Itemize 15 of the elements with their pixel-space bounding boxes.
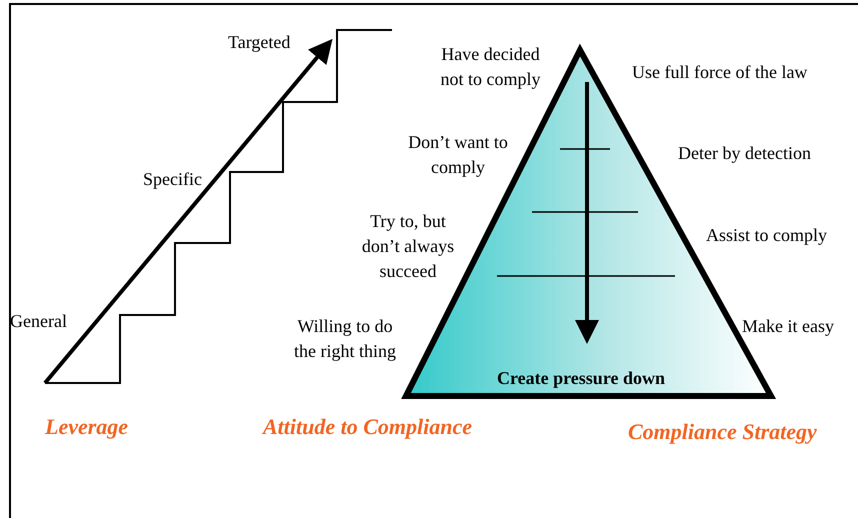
attitude-label: Don’t want to comply: [407, 131, 509, 179]
arrow-caption: Create pressure down: [497, 367, 665, 390]
step-label: General: [10, 310, 67, 333]
strategy-label: Deter by detection: [678, 142, 811, 165]
strategy-label: Assist to comply: [706, 224, 828, 247]
step-label: Specific: [143, 168, 202, 191]
section-heading: Attitude to Compliance: [263, 414, 472, 439]
attitude-label: Try to, but don’t always succeed: [360, 210, 456, 283]
attitude-label: Willing to do the right thing: [293, 315, 397, 363]
section-heading: Leverage: [45, 414, 128, 439]
step-label: Targeted: [228, 31, 290, 54]
section-heading: Compliance Strategy: [628, 419, 817, 444]
strategy-label: Make it easy: [742, 315, 834, 338]
strategy-label: Use full force of the law: [632, 61, 808, 84]
attitude-label: Have decided not to comply: [440, 43, 542, 91]
